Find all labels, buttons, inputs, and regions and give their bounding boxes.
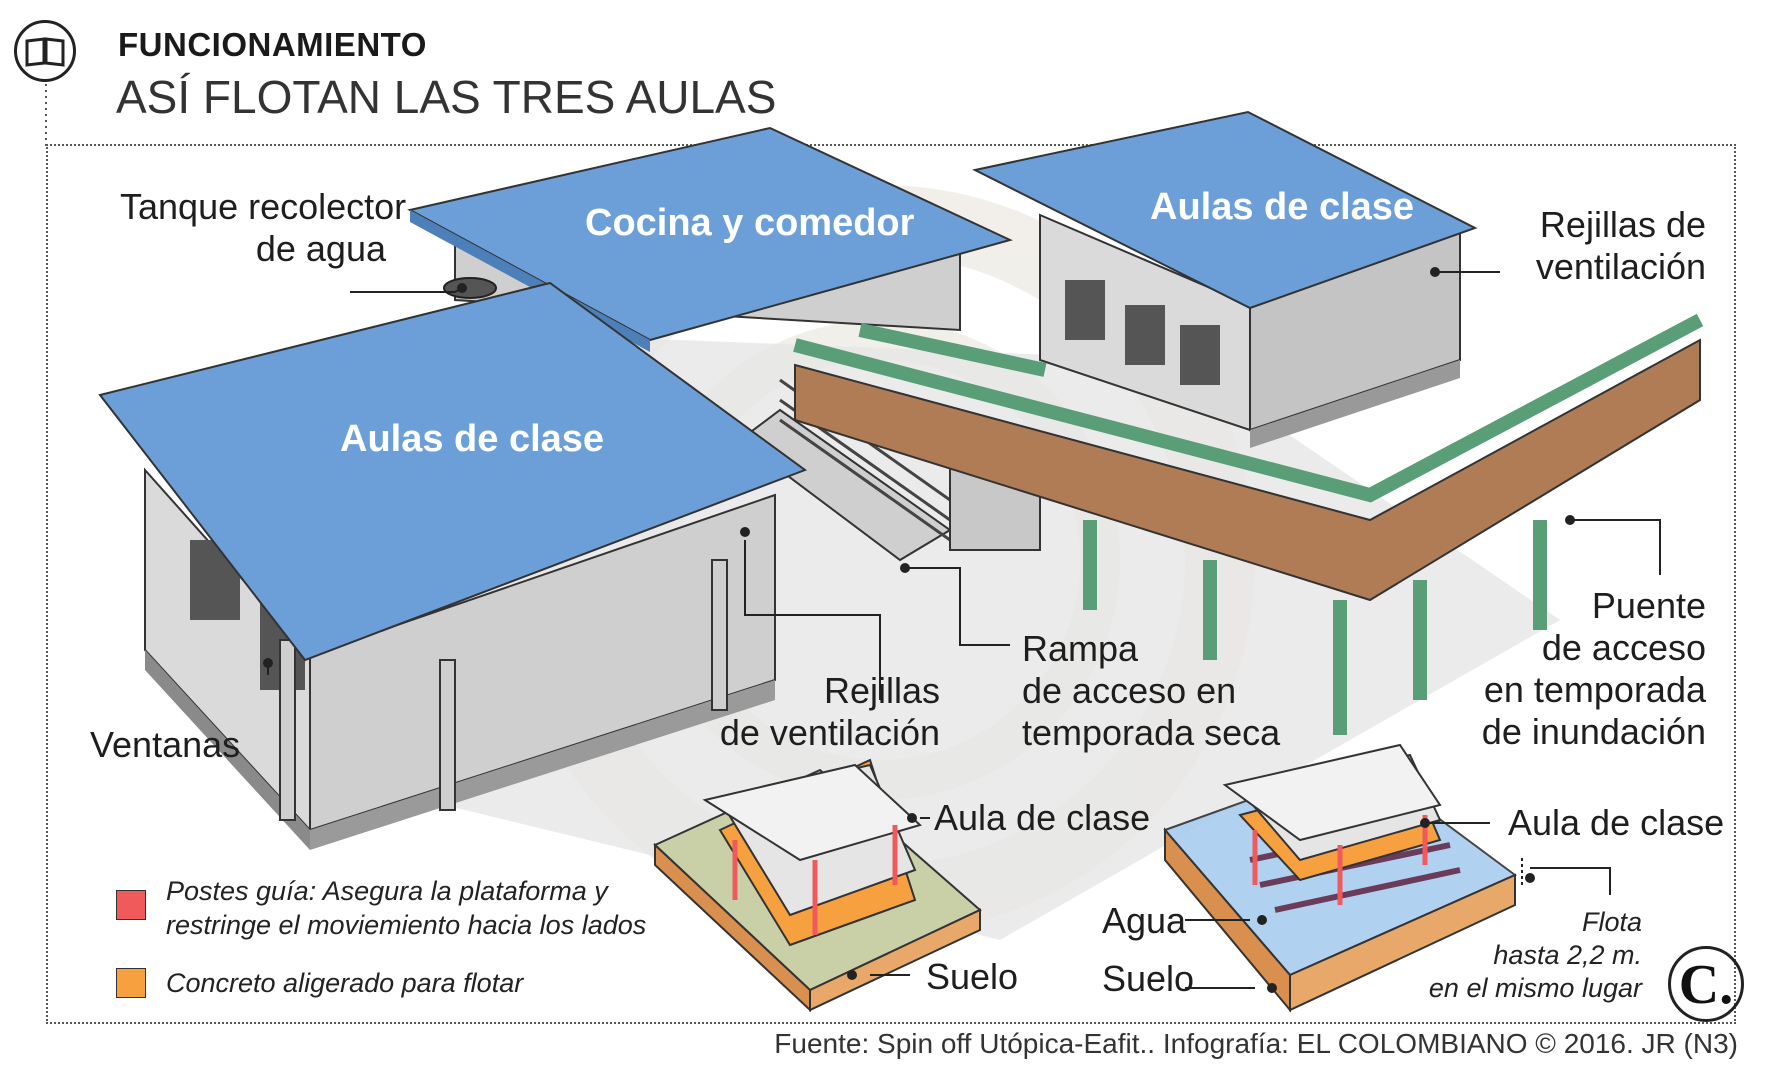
dry-season-diagram (653, 758, 982, 1013)
label-vents-left: Rejillas de ventilación (719, 670, 940, 753)
legend-swatch-guide-posts (116, 890, 146, 920)
legend-text-light-concrete: Concreto aligerado para flotar (166, 968, 524, 998)
open-book-icon (14, 20, 76, 82)
section-kicker: FUNCIONAMIENTO (118, 26, 427, 63)
label-bridge: Puente de acceso en temporada de inundac… (1481, 585, 1706, 752)
roof-label-classroom-left: Aulas de clase (340, 418, 605, 460)
flood-season-bridge (793, 313, 1704, 735)
page-title: ASÍ FLOTAN LAS TRES AULAS (116, 71, 777, 123)
roof-label-classroom-right: Aulas de clase (1150, 186, 1415, 228)
header-dotted-connector (45, 84, 47, 146)
legend-swatch-light-concrete (116, 968, 146, 998)
label-float-height: Flota hasta 2,2 m. en el mismo lugar (1428, 907, 1642, 1003)
legend-text-guide-posts: Postes guía: Asegura la plataforma y res… (166, 876, 647, 940)
label-water: Agua (1102, 900, 1187, 941)
el-colombiano-logo: C. (1668, 946, 1744, 1022)
label-soil-wet: Suelo (1102, 958, 1195, 999)
label-soil-dry: Suelo (926, 956, 1019, 997)
illustration-frame (46, 144, 1736, 1024)
classroom-right (972, 110, 1478, 448)
label-water-tank: Tanque recolector de agua (120, 186, 407, 269)
label-classroom-wet: Aula de clase (1508, 802, 1725, 843)
source-credit: Fuente: Spin off Utópica-Eafit.. Infogra… (774, 1028, 1738, 1059)
roof-label-kitchen: Cocina y comedor (585, 202, 915, 244)
label-vents-right: Rejillas de ventilación (1535, 204, 1706, 287)
label-classroom-dry: Aula de clase (934, 797, 1151, 838)
classroom-left (98, 281, 808, 850)
water-tank (443, 277, 497, 299)
label-windows: Ventanas (90, 724, 241, 765)
label-ramp: Rampa de acceso en temporada seca (1022, 628, 1281, 753)
